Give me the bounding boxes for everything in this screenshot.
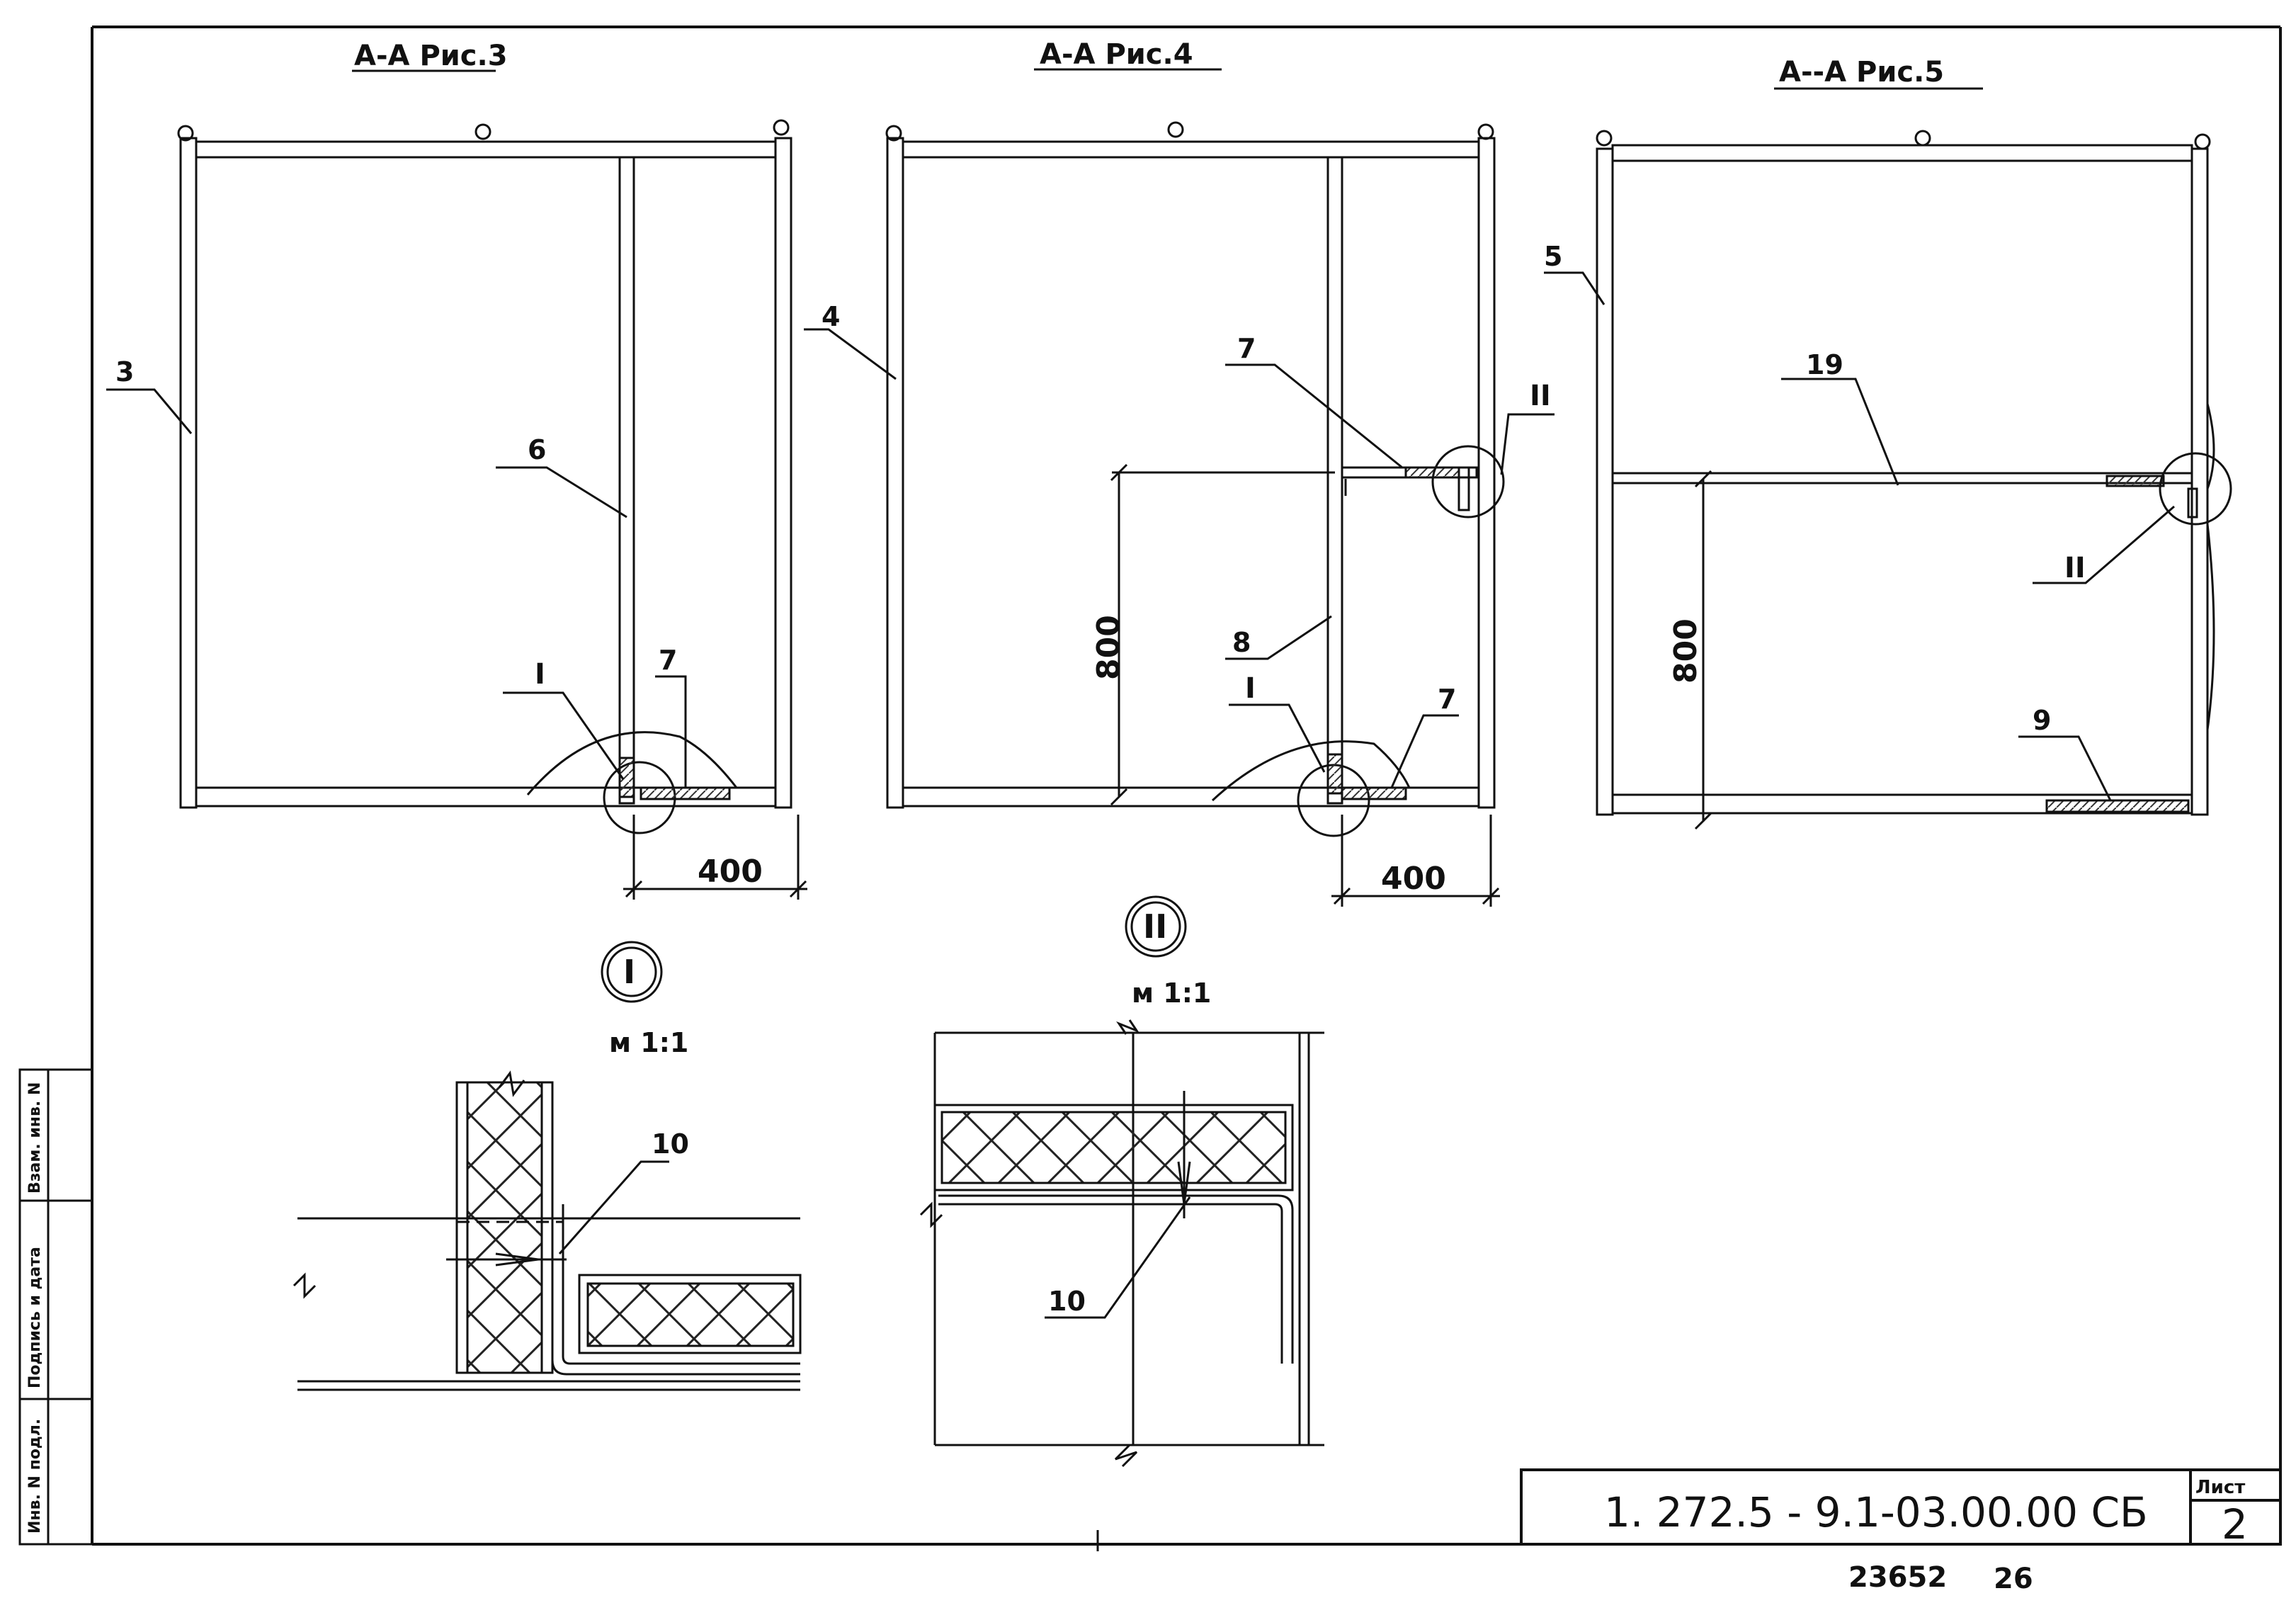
detail1-scale: м 1:1 — [609, 1027, 688, 1058]
view3-label-wall: 3 — [115, 356, 134, 387]
view3-callout: I — [535, 658, 545, 691]
title-block-sheet-number: 2 — [2222, 1500, 2248, 1548]
detail1-label: 10 — [652, 1128, 689, 1160]
view3-label-shelf: 7 — [659, 645, 677, 676]
view4-label-wall: 4 — [822, 301, 840, 332]
view5-label-shelf-mid: 19 — [1806, 349, 1843, 380]
view4-dimension-width: 400 — [1381, 861, 1446, 897]
view3-dimension: 400 — [698, 854, 763, 890]
view-3 — [106, 69, 807, 900]
view4-label-shelf-bottom: 7 — [1438, 684, 1456, 715]
view4-callout-top: II — [1530, 380, 1551, 412]
title-block-sheet-label: Лист — [2195, 1477, 2245, 1498]
sheet-frame — [91, 26, 2282, 1551]
side-stamp-podpis: Подпись и дата — [26, 1247, 44, 1388]
side-stamp-vzam: Взам. инв. N — [26, 1082, 44, 1194]
title-block — [1520, 1468, 2282, 1546]
view3-title: А-А Рис.3 — [354, 40, 508, 72]
detail-2 — [919, 895, 1324, 1468]
view4-dimension-height: 800 — [1091, 615, 1127, 680]
view5-label-shelf-bottom: 9 — [2033, 705, 2051, 736]
view-5 — [1544, 87, 2232, 830]
view4-title: А-А Рис.4 — [1040, 38, 1193, 71]
side-stamp — [18, 1068, 93, 1546]
view4-callout-bottom: I — [1245, 672, 1256, 705]
footer-number: 23652 — [1848, 1561, 1947, 1594]
detail1-marker: I — [623, 953, 635, 991]
view3-label-partition: 6 — [528, 434, 546, 465]
detail2-label: 10 — [1048, 1286, 1086, 1317]
view-4 — [804, 68, 1555, 907]
view5-callout: II — [2064, 552, 2086, 584]
detail-1 — [292, 941, 802, 1391]
side-stamp-podl: Инв. N подл. — [26, 1419, 44, 1534]
view5-title: А--А Рис.5 — [1779, 56, 1944, 89]
footer-suffix: 26 — [1994, 1563, 2033, 1595]
view5-label-wall: 5 — [1544, 241, 1562, 272]
view5-dimension-height: 800 — [1668, 618, 1704, 684]
detail2-scale: м 1:1 — [1132, 978, 1211, 1009]
title-block-code: 1. 272.5 - 9.1-03.00.00 СБ — [1604, 1488, 2148, 1536]
view4-label-partition: 8 — [1232, 627, 1251, 658]
view4-label-shelf-top: 7 — [1237, 333, 1256, 364]
detail2-marker: II — [1143, 907, 1167, 946]
